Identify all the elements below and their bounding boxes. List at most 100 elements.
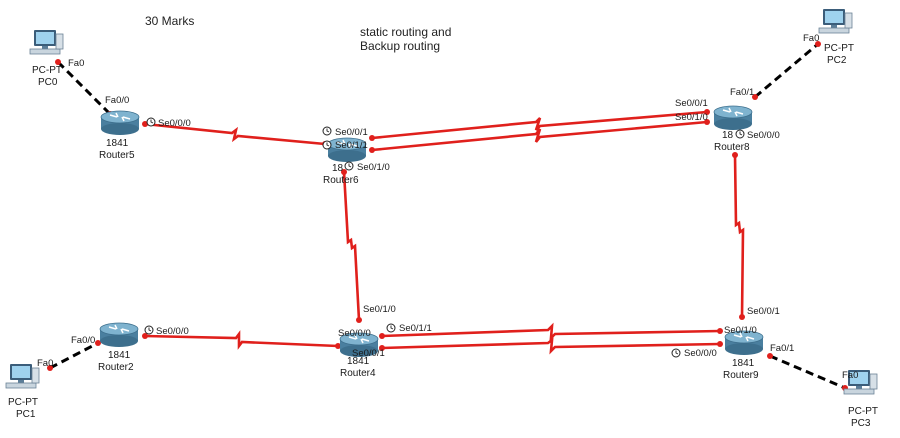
port-label-router2-fa00: Fa0/0: [71, 335, 95, 346]
endpoint-dot: [356, 317, 362, 323]
links: [49, 42, 846, 390]
port-label-router2-se000: Se0/0/0: [156, 326, 189, 337]
port-label-router8-se010: Se0/1/0: [675, 112, 708, 123]
pc3-name: PC3: [851, 418, 871, 429]
endpoint-dot: [47, 365, 53, 371]
router8-model: 18: [722, 130, 734, 141]
endpoint-dot: [704, 109, 710, 115]
port-label-router8-se001: Se0/0/1: [675, 98, 708, 109]
endpoint-dot: [341, 169, 347, 175]
router9-model: 1841: [732, 358, 755, 369]
clock-icon: [386, 323, 396, 333]
port-label-router9-se000: Se0/0/0: [684, 348, 717, 359]
router5[interactable]: [100, 110, 140, 136]
router2-name: Router2: [98, 362, 134, 373]
endpoint-dot: [95, 340, 101, 346]
link-router4-router9-a[interactable]: [381, 322, 721, 342]
pc1-model: PC-PT: [8, 397, 38, 408]
port-label-router9-se001: Se0/0/1: [747, 306, 780, 317]
clock-icon: [671, 348, 681, 358]
endpoint-dot: [55, 59, 61, 65]
clock-icon: [146, 117, 156, 127]
link-router4-router9-b[interactable]: [381, 337, 721, 355]
pc0-name: PC0: [38, 77, 58, 88]
router5-name: Router5: [99, 150, 135, 161]
port-label-router4-se000: Se0/0/0: [338, 328, 371, 339]
marks-note: 30 Marks: [145, 14, 194, 28]
pc2[interactable]: [818, 8, 853, 34]
router6-model: 18: [332, 163, 344, 174]
router5-model: 1841: [106, 138, 129, 149]
endpoint-dot: [379, 345, 385, 351]
pc-icon: [29, 29, 64, 55]
endpoint-dot: [142, 333, 148, 339]
link-router6-router4[interactable]: [342, 171, 361, 321]
clock-icon: [322, 140, 332, 150]
router6-name: Router6: [323, 175, 359, 186]
port-label-router4-se011: Se0/1/1: [399, 323, 432, 334]
router8-name: Router8: [714, 142, 750, 153]
port-label-router6-se001: Se0/0/1: [335, 127, 368, 138]
link-router8-router9[interactable]: [733, 154, 745, 318]
port-label-router4-se001: Se0/0/1: [352, 348, 385, 359]
link-router6-router8-a[interactable]: [371, 110, 708, 140]
title-note-line1: static routing and: [360, 25, 451, 39]
router-icon: [99, 322, 139, 348]
link-router8-pc2[interactable]: [754, 42, 819, 99]
router-icon: [100, 110, 140, 136]
port-label-router6-se011: Se0/1/1: [335, 140, 368, 151]
port-label-pc0-fa0: Fa0: [68, 58, 84, 69]
router4-model: 1841: [347, 356, 370, 367]
port-label-router5-se000: Se0/0/0: [158, 118, 191, 129]
port-label-router8-fa01: Fa0/1: [730, 87, 754, 98]
port-label-pc3-fa0: Fa0: [842, 370, 858, 381]
router8[interactable]: [713, 105, 753, 131]
endpoint-dot: [717, 341, 723, 347]
clock-icon: [344, 161, 354, 171]
title-note-line2: Backup routing: [360, 39, 440, 53]
port-label-router5-fa00: Fa0/0: [105, 95, 129, 106]
port-label-router9-se010: Se0/1/0: [724, 325, 757, 336]
port-label-router6-se010: Se0/1/0: [357, 162, 390, 173]
endpoint-dot: [767, 353, 773, 359]
router9-name: Router9: [723, 370, 759, 381]
pc-icon: [5, 363, 40, 389]
link-router5-router6[interactable]: [144, 122, 326, 146]
link-router6-router8-b[interactable]: [371, 120, 708, 152]
pc2-model: PC-PT: [824, 43, 854, 54]
link-pc1-router2[interactable]: [49, 341, 99, 370]
clock-icon: [144, 325, 154, 335]
pc0-model: PC-PT: [32, 65, 62, 76]
pc1-name: PC1: [16, 409, 36, 420]
port-label-router4-se010: Se0/1/0: [363, 304, 396, 315]
endpoint-dot: [369, 147, 375, 153]
endpoint-dot: [739, 314, 745, 320]
pc2-name: PC2: [827, 55, 847, 66]
router4-name: Router4: [340, 368, 376, 379]
link-pc0-router5[interactable]: [56, 60, 112, 116]
endpoint-dot: [335, 343, 341, 349]
pc3-model: PC-PT: [848, 406, 878, 417]
endpoint-dot: [717, 328, 723, 334]
port-label-pc2-fa0: Fa0: [803, 33, 819, 44]
endpoint-dot: [369, 135, 375, 141]
port-label-router8-se000: Se0/0/0: [747, 130, 780, 141]
pc0[interactable]: [29, 29, 64, 55]
link-router2-router4[interactable]: [144, 330, 339, 350]
port-label-router9-fa01: Fa0/1: [770, 343, 794, 354]
router-icon: [713, 105, 753, 131]
clock-icon: [322, 126, 332, 136]
pc-icon: [818, 8, 853, 34]
endpoint-dot: [142, 121, 148, 127]
port-label-pc1-fa0: Fa0: [37, 358, 53, 369]
pc1[interactable]: [5, 363, 40, 389]
clock-icon: [735, 129, 745, 139]
router2-model: 1841: [108, 350, 131, 361]
endpoint-dot: [704, 119, 710, 125]
router2[interactable]: [99, 322, 139, 348]
endpoint-dot: [815, 41, 821, 47]
endpoint-dot: [752, 94, 758, 100]
link-router9-pc3[interactable]: [769, 354, 846, 390]
endpoint-dot: [379, 333, 385, 339]
